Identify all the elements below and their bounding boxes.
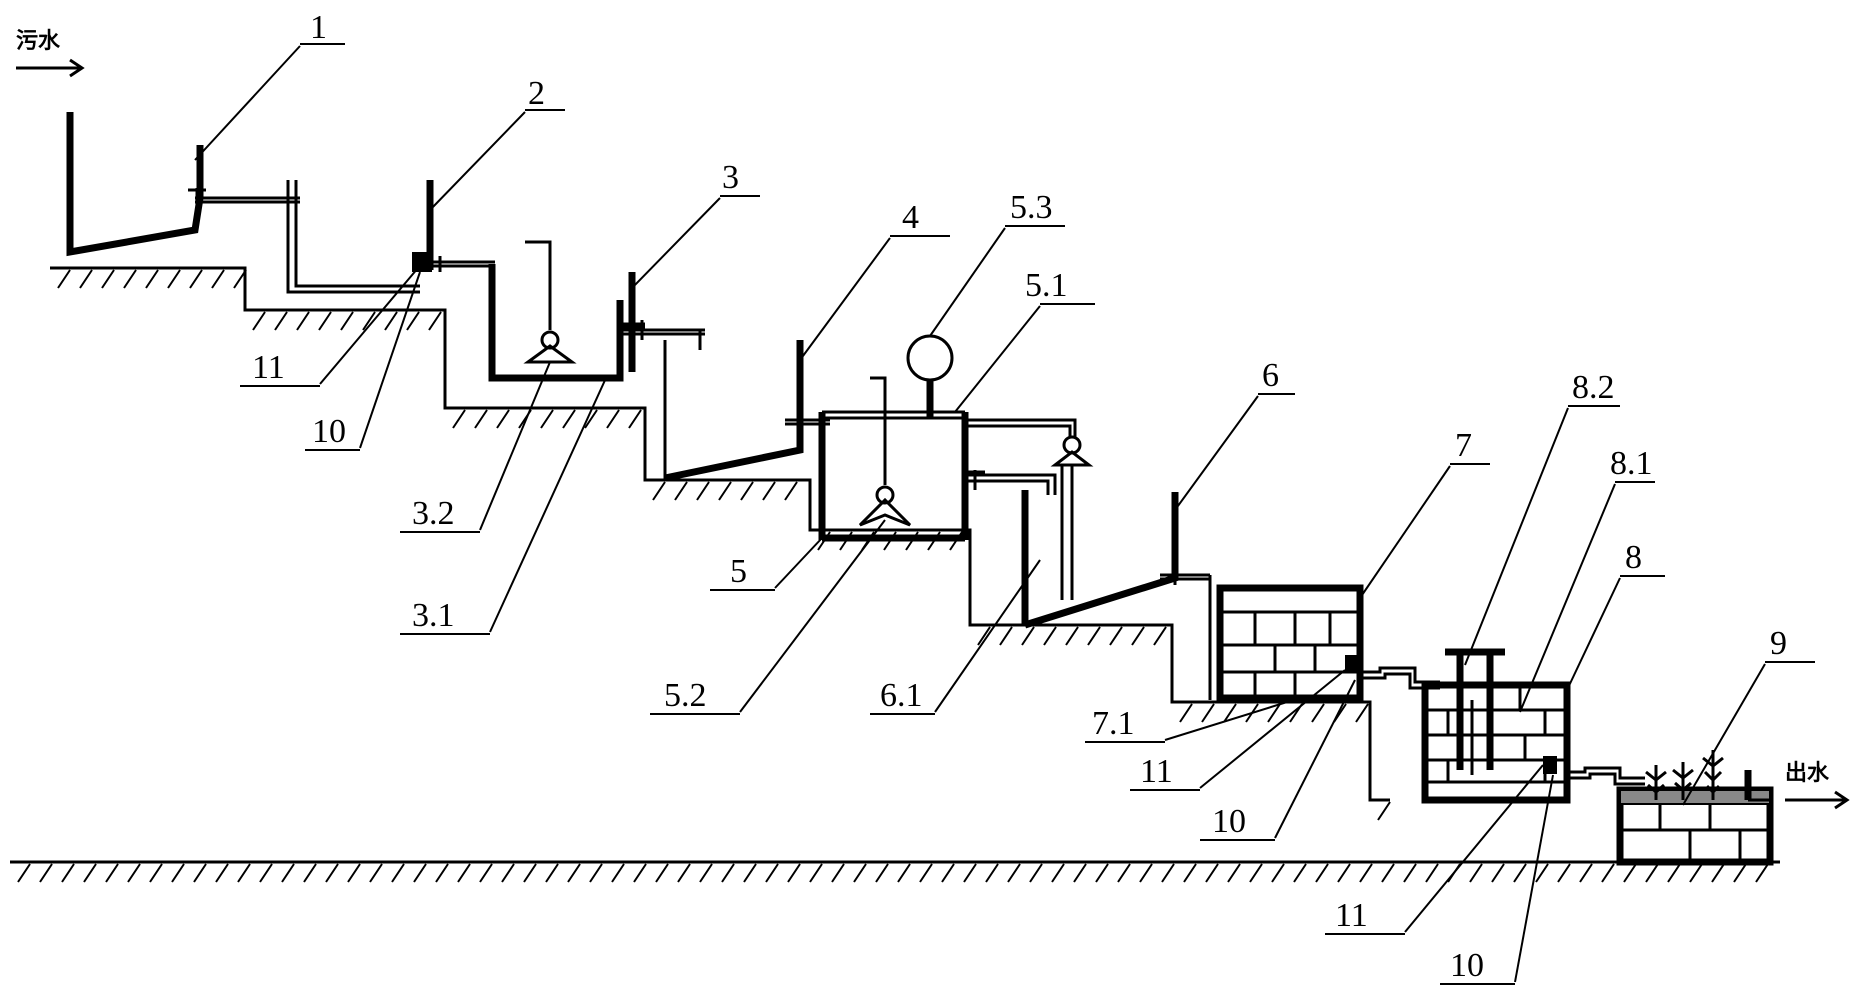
label-5-3: 5.3 xyxy=(1010,189,1053,226)
unit-3-tank xyxy=(523,240,804,482)
label-7: 7 xyxy=(1455,427,1472,464)
unit-5-gauge xyxy=(906,334,954,382)
label-3: 3 xyxy=(722,159,739,196)
label-5: 5 xyxy=(730,553,747,590)
label-6: 6 xyxy=(1262,357,1279,394)
label-10-a: 10 xyxy=(312,413,346,450)
inlet-arrow xyxy=(16,58,85,78)
label-8: 8 xyxy=(1625,539,1642,576)
unit-7-valve xyxy=(1345,655,1359,673)
label-1: 1 xyxy=(310,9,327,46)
unit-9-wetland xyxy=(1616,750,1774,866)
label-11-b: 11 xyxy=(1140,753,1173,790)
unit-1-tank xyxy=(66,112,420,294)
label-9: 9 xyxy=(1770,625,1787,662)
label-8-2: 8.2 xyxy=(1572,369,1615,406)
unit-8-tank xyxy=(1421,648,1645,804)
label-3-1: 3.1 xyxy=(412,597,455,634)
leader-lines xyxy=(194,43,1815,985)
label-2: 2 xyxy=(528,75,545,112)
plant-icon xyxy=(1672,762,1694,800)
unit-2-valve xyxy=(412,252,432,272)
label-5-2: 5.2 xyxy=(664,677,707,714)
plant-icon xyxy=(1645,765,1667,800)
unit-7-filter xyxy=(1216,584,1440,702)
label-10-b: 10 xyxy=(1212,803,1246,840)
label-7-1: 7.1 xyxy=(1092,705,1135,742)
unit-2-tank xyxy=(412,180,624,382)
label-5-1: 5.1 xyxy=(1025,267,1068,304)
terrain-profile xyxy=(10,266,1780,864)
label-11-c: 11 xyxy=(1335,897,1368,934)
label-6-1: 6.1 xyxy=(880,677,923,714)
unit-6-channel xyxy=(1021,490,1212,700)
label-11-a: 11 xyxy=(252,349,285,386)
inlet-label: 污水 xyxy=(16,29,61,54)
outlet-label: 出水 xyxy=(1785,761,1830,786)
unit-8-valve xyxy=(1543,756,1557,774)
plant-icon xyxy=(1702,750,1724,800)
label-10-c: 10 xyxy=(1450,947,1484,984)
label-8-1: 8.1 xyxy=(1610,445,1653,482)
unit-5-reactor xyxy=(818,334,1094,600)
outlet-arrow xyxy=(1785,790,1850,810)
label-4: 4 xyxy=(902,199,919,236)
label-3-2: 3.2 xyxy=(412,495,455,532)
